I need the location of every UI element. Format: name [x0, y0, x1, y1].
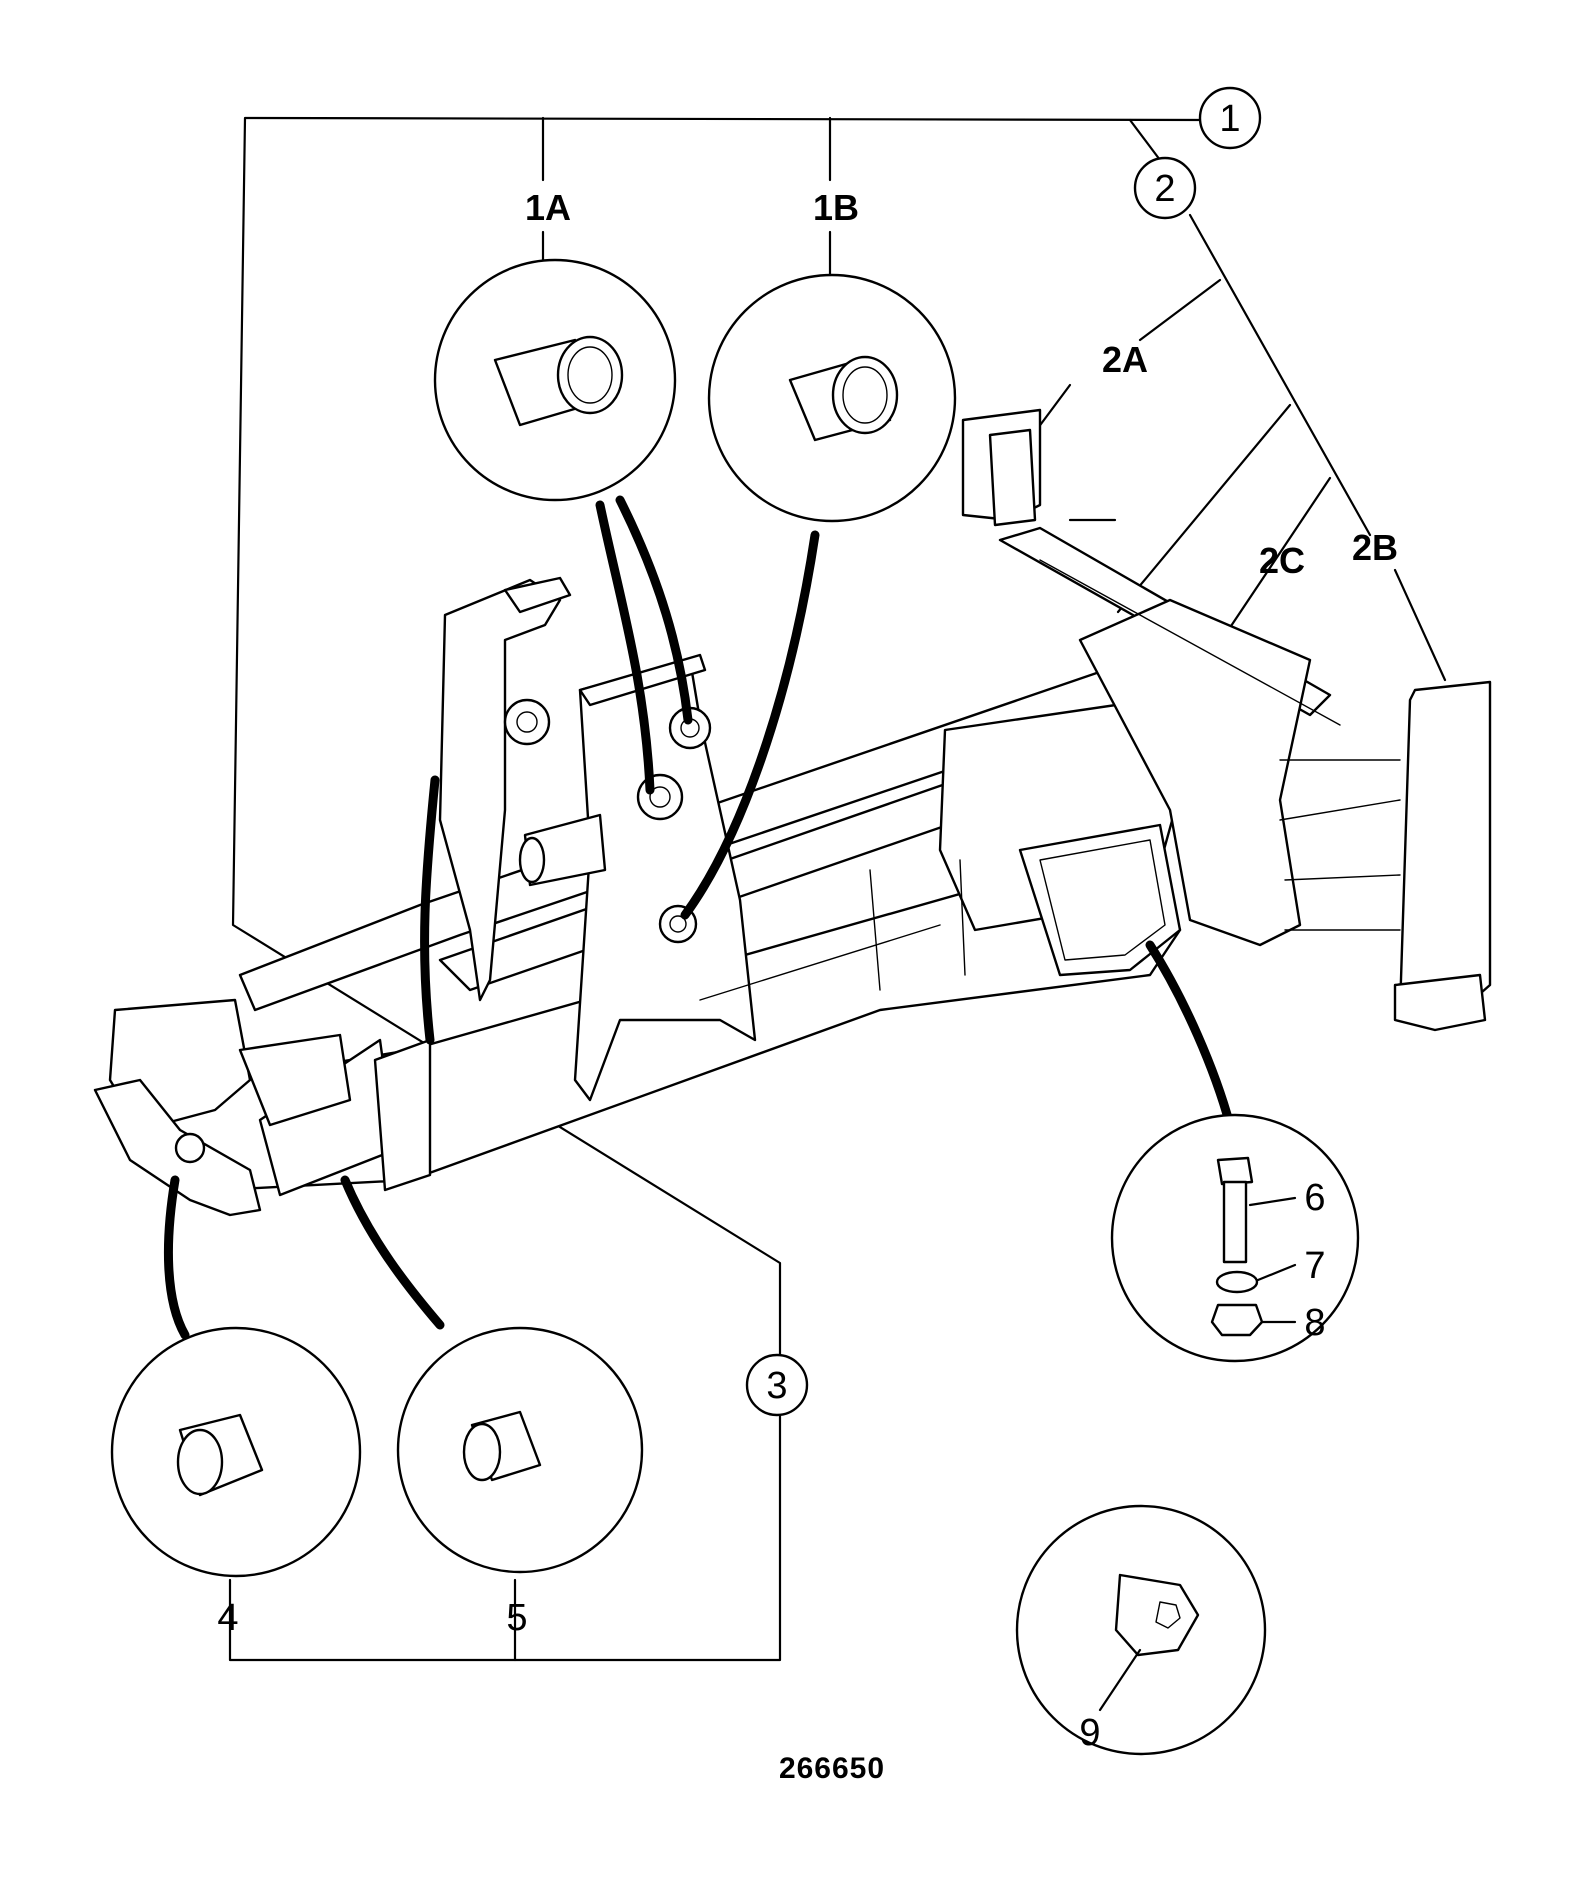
- label-9: 9: [1079, 1712, 1100, 1754]
- label-1b: 1B: [813, 187, 859, 228]
- callout-circle-1: 1: [1198, 86, 1262, 150]
- label-1a: 1A: [525, 187, 571, 228]
- chassis-frame-drawing: [93, 408, 1492, 1217]
- label-2a: 2A: [1102, 339, 1148, 380]
- label-7: 7: [1304, 1245, 1325, 1287]
- detail-1b: [707, 273, 957, 523]
- leader-lines: [163, 495, 1235, 1340]
- drawing-number: 266650: [779, 1752, 885, 1785]
- callout-circle-2: 2: [1133, 156, 1197, 220]
- detail-1a: [433, 258, 677, 502]
- label-5: 5: [506, 1597, 527, 1639]
- detail-6-7-8: [1110, 1113, 1360, 1363]
- callout-3-label: 3: [766, 1365, 787, 1407]
- detail-9: [1015, 1504, 1267, 1756]
- label-2c: 2C: [1259, 540, 1305, 581]
- callout-2-label: 2: [1154, 168, 1175, 210]
- label-2b: 2B: [1352, 527, 1398, 568]
- detail-4: [110, 1326, 362, 1578]
- callout-circle-3: 3: [745, 1353, 809, 1417]
- callout-1-label: 1: [1219, 98, 1240, 140]
- label-8: 8: [1304, 1302, 1325, 1344]
- detail-5: [396, 1326, 644, 1574]
- label-6: 6: [1304, 1177, 1325, 1219]
- label-4: 4: [217, 1597, 238, 1639]
- item-pointers: [1068, 518, 1297, 1324]
